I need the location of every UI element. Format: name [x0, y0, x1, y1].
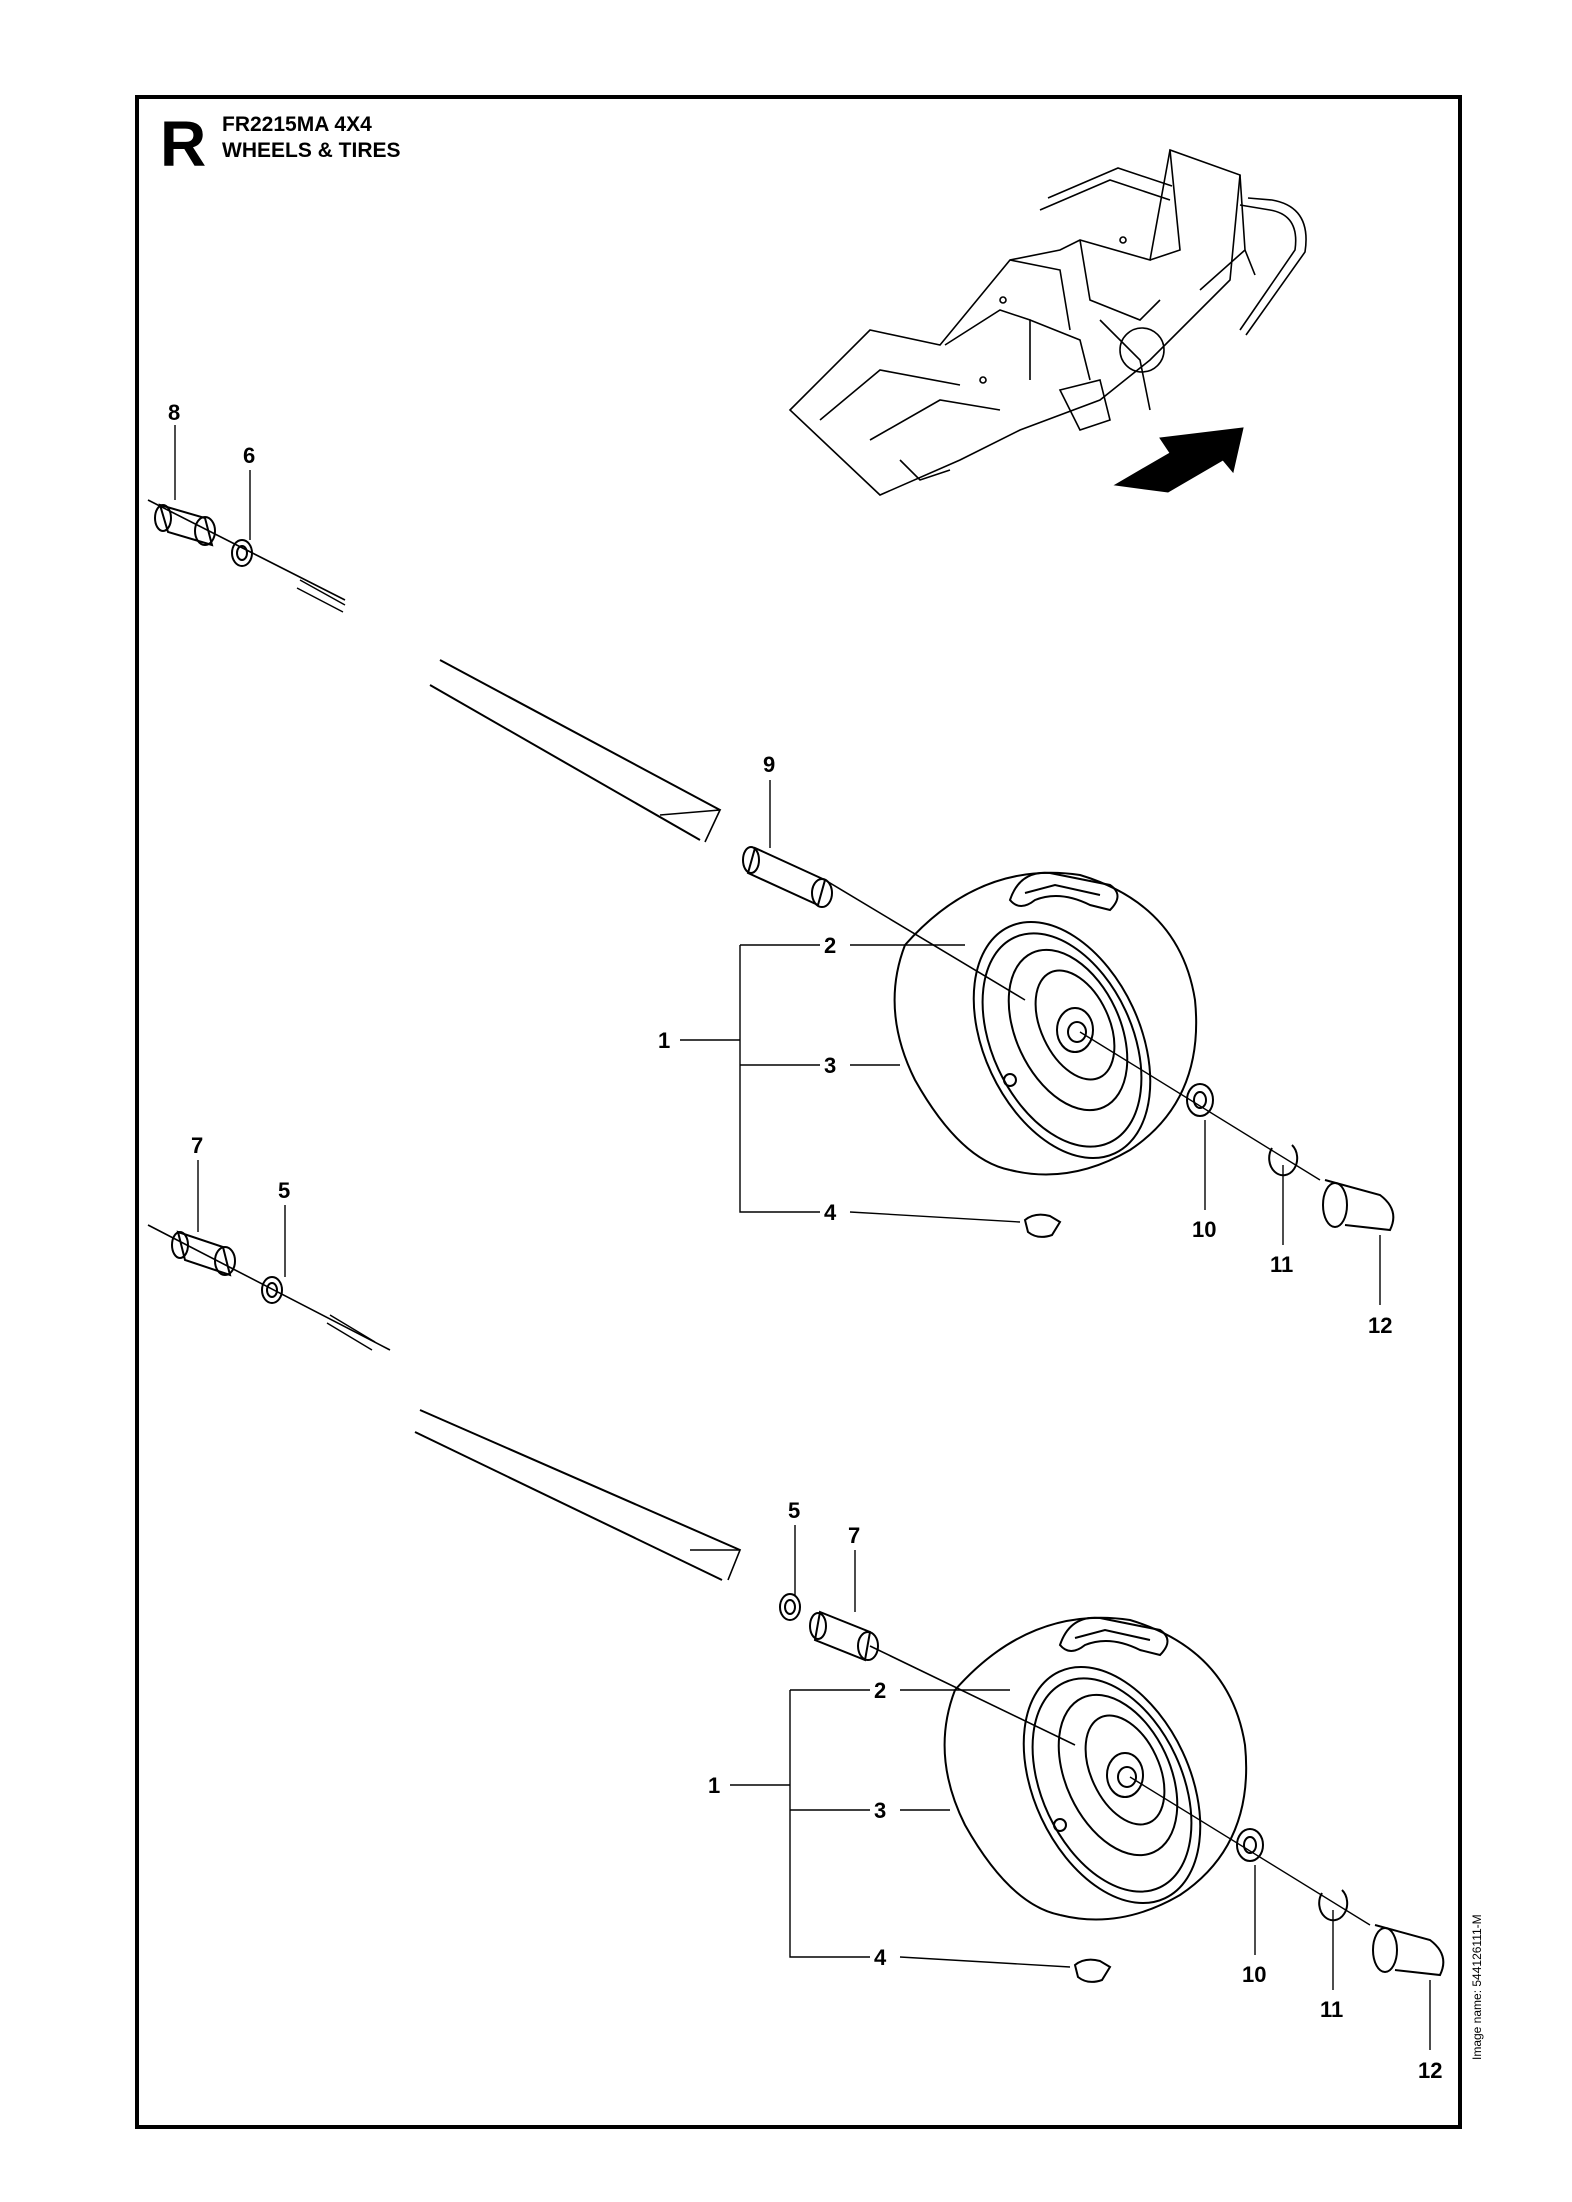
callout-2-bottom: 2 — [874, 1678, 886, 1703]
section-subtitle: WHEELS & TIRES — [222, 139, 401, 162]
callout-7-left: 7 — [191, 1133, 203, 1158]
callout-2-top: 2 — [824, 933, 836, 958]
top-wheel — [893, 871, 1198, 1176]
callout-labels: 8 6 9 2 3 1 4 10 11 12 7 5 5 7 2 3 1 4 1… — [168, 400, 1442, 2083]
callout-5-right: 5 — [788, 1498, 800, 1523]
callout-10-top: 10 — [1192, 1217, 1216, 1242]
bottom-part-11-clip — [1318, 1889, 1349, 1922]
view-direction-arrow — [1113, 427, 1244, 493]
callout-6: 6 — [243, 443, 255, 468]
callout-3-top: 3 — [824, 1053, 836, 1078]
model-title: FR2215MA 4X4 — [222, 113, 372, 136]
bottom-part-12-cap — [1372, 1924, 1445, 1977]
callout-11-bottom: 11 — [1320, 1997, 1343, 2022]
callout-7-right: 7 — [848, 1523, 860, 1548]
title-block: FR2215MA 4X4 WHEELS & TIRES — [222, 112, 401, 164]
callout-9: 9 — [763, 752, 775, 777]
callout-12-bottom: 12 — [1418, 2058, 1442, 2083]
part-9-spacer — [742, 846, 833, 908]
bottom-wheel-assembly — [147, 1160, 1445, 2050]
top-part-4-valve — [1023, 1213, 1062, 1238]
bottom-part-4-valve — [1073, 1958, 1112, 1983]
callout-10-bottom: 10 — [1242, 1962, 1266, 1987]
top-part-10-washer — [1186, 1083, 1214, 1117]
callout-1-bottom: 1 — [708, 1773, 720, 1798]
callout-4-bottom: 4 — [874, 1945, 887, 1970]
top-part-11-clip — [1268, 1144, 1299, 1177]
bottom-wheel — [943, 1616, 1248, 1921]
part-6-washer — [231, 539, 253, 567]
callout-1-top: 1 — [658, 1028, 670, 1053]
bottom-part-7-spacer-left — [171, 1230, 236, 1277]
top-wheel-assembly — [147, 425, 1395, 1305]
section-letter: R — [160, 108, 207, 180]
tractor-frame-overview — [788, 148, 1307, 496]
callout-12-top: 12 — [1368, 1313, 1392, 1338]
top-part-12-cap — [1322, 1179, 1395, 1232]
bottom-part-10-washer — [1236, 1828, 1264, 1862]
callout-8: 8 — [168, 400, 180, 425]
callout-11-top: 11 — [1270, 1252, 1293, 1277]
bottom-part-5-washer-right — [779, 1593, 801, 1621]
callout-5-left: 5 — [278, 1178, 290, 1203]
part-8-spacer — [154, 503, 216, 547]
bottom-part-7-spacer-right — [809, 1610, 879, 1662]
callout-4-top: 4 — [824, 1200, 837, 1225]
drawing-frame — [135, 95, 1462, 2129]
bottom-part-5-washer-left — [261, 1276, 283, 1304]
callout-3-bottom: 3 — [874, 1798, 886, 1823]
